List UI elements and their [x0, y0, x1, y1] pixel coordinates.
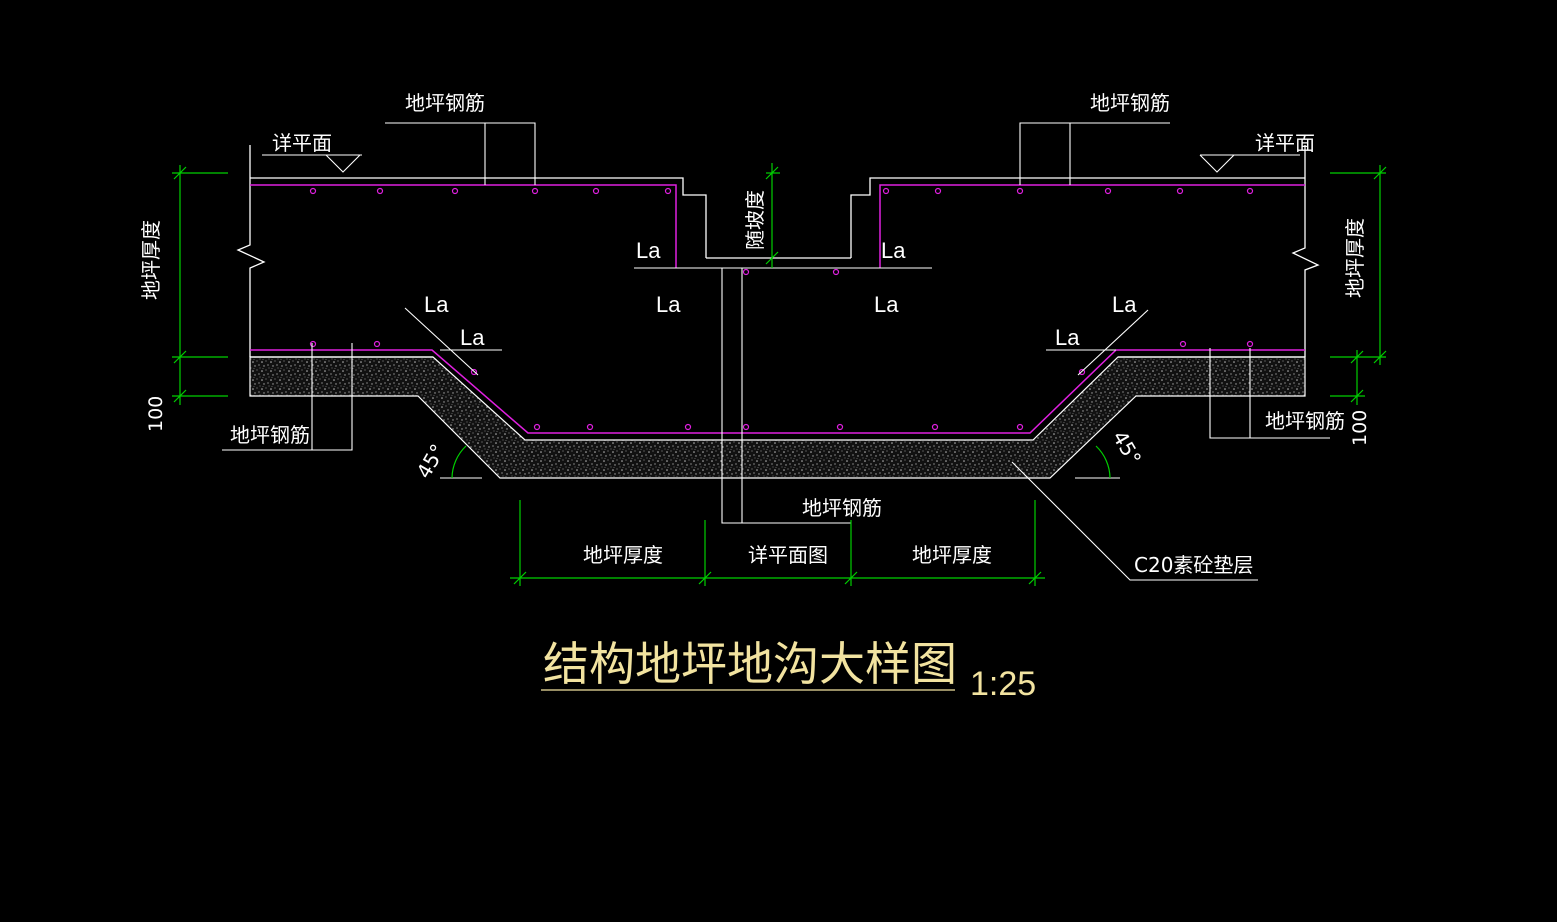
rebar-label-bottom-right: 地坪钢筋	[1265, 409, 1345, 433]
rebar-label-bottom-left: 地坪钢筋	[230, 423, 310, 447]
anchor-label-4: La	[874, 292, 899, 317]
plan-ref-label-left: 详平面	[272, 131, 332, 155]
anchor-label-5: La	[424, 292, 449, 317]
anchor-label-1: La	[636, 238, 661, 263]
cushion-label: C20素砼垫层	[1134, 553, 1253, 577]
anchor-label-6: La	[460, 325, 485, 350]
rebar-label-center: 地坪钢筋	[802, 496, 882, 520]
cushion-layer	[249, 356, 1306, 479]
leader-lines	[222, 122, 1330, 581]
drawing-scale: 1:25	[970, 665, 1036, 703]
anchor-label-3: La	[656, 292, 681, 317]
dimension-lines	[172, 163, 1387, 586]
dim-slab-thickness-left: 地坪厚度	[583, 543, 663, 567]
anchor-label-2: La	[881, 238, 906, 263]
angle-label-right: 45°	[1108, 427, 1147, 470]
dim-slab-thickness-right: 地坪厚度	[912, 543, 992, 567]
rebar-dots	[309, 187, 1254, 431]
slab-thickness-label-left: 地坪厚度	[139, 220, 163, 300]
rebar-lines	[250, 184, 1305, 434]
dim-plan-ref-drawing: 详平面图	[748, 543, 828, 567]
rebar-label-top-right: 地坪钢筋	[1090, 91, 1170, 115]
anchor-label-8: La	[1055, 325, 1080, 350]
angle-label-left: 45°	[412, 440, 451, 483]
dim-100-left: 100	[145, 396, 167, 432]
slab-outline	[236, 145, 1320, 358]
rebar-label-top-left: 地坪钢筋	[405, 91, 485, 115]
plan-ref-label-right: 详平面	[1255, 131, 1315, 155]
drawing-title: 结构地坪地沟大样图	[543, 637, 957, 691]
dim-100-right: 100	[1349, 410, 1371, 446]
anchor-label-7: La	[1112, 292, 1137, 317]
slope-label: 随坡度	[743, 190, 767, 250]
slab-thickness-label-right: 地坪厚度	[1343, 218, 1367, 298]
